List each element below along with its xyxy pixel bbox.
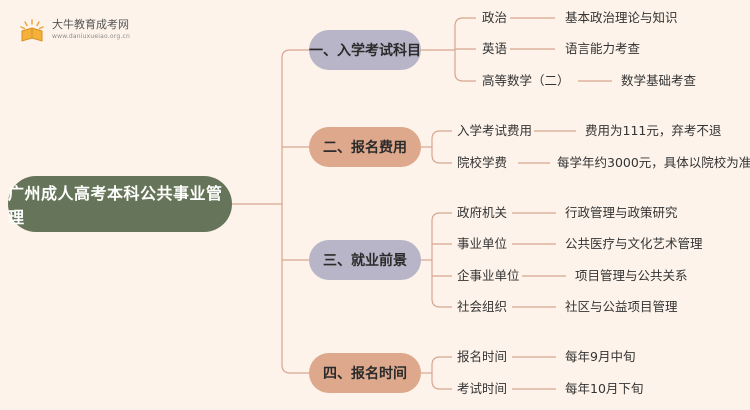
sub-math: 高等数学（二） — [482, 73, 570, 88]
desc-registration-time: 每年9月中旬 — [565, 349, 636, 364]
book-logo-icon — [20, 19, 44, 42]
desc-exam-fee: 费用为111元，弃考不退 — [585, 123, 722, 138]
sub-government: 政府机关 — [457, 205, 508, 220]
desc-politics: 基本政治理论与知识 — [565, 10, 678, 25]
desc-enterprise: 项目管理与公共关系 — [575, 268, 688, 283]
desc-exam-time: 每年10月下旬 — [565, 381, 644, 396]
desc-math: 数学基础考查 — [621, 73, 697, 88]
sub-social-org: 社会组织 — [457, 299, 508, 314]
sub-enterprise: 企事业单位 — [457, 268, 520, 283]
branch-exam-subjects: 一、入学考试科目 — [309, 30, 421, 70]
desc-english: 语言能力考查 — [565, 41, 641, 56]
root-node: 广州成人高考本科公共事业管理 — [8, 176, 232, 232]
sub-exam-fee: 入学考试费用 — [457, 123, 533, 138]
desc-tuition: 每学年约3000元，具体以院校为准 — [557, 155, 750, 170]
desc-social-org: 社区与公益项目管理 — [565, 299, 678, 314]
sub-registration-time: 报名时间 — [457, 349, 508, 364]
sub-public-institution: 事业单位 — [457, 236, 508, 251]
brand-name: 大牛教育成考网 — [52, 18, 129, 31]
branch-career: 三、就业前景 — [309, 240, 421, 280]
sub-english: 英语 — [482, 41, 508, 56]
desc-public-institution: 公共医疗与文化艺术管理 — [565, 236, 703, 251]
sub-exam-time: 考试时间 — [457, 381, 508, 396]
sub-politics: 政治 — [482, 10, 508, 25]
desc-government: 行政管理与政策研究 — [565, 205, 678, 220]
brand-url: www.daniuxueiao.org.cn — [52, 33, 130, 40]
brand-logo: 大牛教育成考网 www.daniuxueiao.org.cn — [18, 14, 168, 48]
sub-tuition: 院校学费 — [457, 155, 508, 170]
branch-fees: 二、报名费用 — [309, 127, 421, 167]
branch-schedule: 四、报名时间 — [309, 353, 421, 393]
